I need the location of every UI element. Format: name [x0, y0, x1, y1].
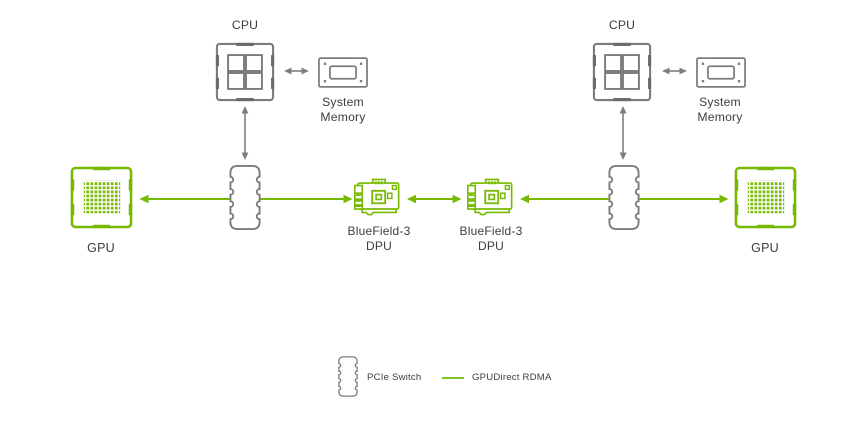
system-memory-label-left: System Memory [293, 95, 393, 125]
dpu-label-line1: BlueField-3 [347, 224, 411, 238]
legend-pcie-switch-icon [338, 356, 358, 397]
cpu-memory-link-right [662, 67, 687, 75]
dpu-label-line1: BlueField-3 [459, 224, 523, 238]
system-memory-label-line2: Memory [320, 110, 366, 124]
legend-pcie-switch-label: PCIe Switch [367, 372, 422, 383]
legend-gpudirect-rdma-label: GPUDirect RDMA [472, 372, 552, 383]
dpu-label-left: BlueField-3 DPU [329, 224, 429, 253]
memory-module-icon [317, 57, 369, 88]
memory-module-icon [695, 57, 747, 88]
cpu-memory-link-left [284, 67, 309, 75]
gpu-chip-icon [734, 166, 797, 229]
dpu-label-line2: DPU [366, 238, 392, 253]
cpu-socket-icon [592, 42, 652, 102]
system-memory-label-line1: System [699, 95, 741, 109]
system-memory-label-line2: Memory [697, 110, 743, 124]
cpu-label-right: CPU [608, 18, 636, 32]
gpudirect-link-dpu-dpu [407, 194, 462, 204]
cpu-label-left: CPU [231, 18, 259, 32]
system-memory-label-right: System Memory [670, 95, 770, 125]
cpu-socket-icon [215, 42, 275, 102]
cpu-switch-link-right [619, 106, 627, 160]
dpu-label-line2: DPU [478, 238, 504, 253]
pcie-switch-chip-icon [608, 164, 640, 231]
gpu-chip-icon [70, 166, 133, 229]
gpu-label-left: GPU [87, 241, 115, 255]
dpu-label-right: BlueField-3 DPU [441, 224, 541, 253]
nic-card-icon [466, 178, 515, 218]
gpu-label-right: GPU [751, 241, 779, 255]
cpu-switch-link-left [241, 106, 249, 160]
nic-card-icon [353, 178, 402, 218]
pcie-switch-chip-icon [229, 164, 261, 231]
system-memory-label-line1: System [322, 95, 364, 109]
